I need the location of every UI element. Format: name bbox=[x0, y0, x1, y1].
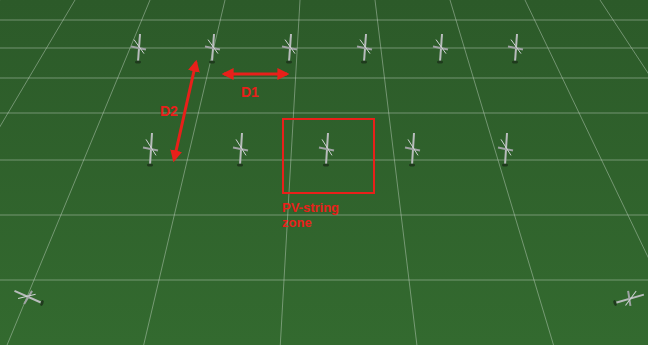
pv-pole bbox=[233, 133, 248, 167]
pv-pole bbox=[282, 34, 297, 64]
pv-poles bbox=[11, 34, 646, 311]
pv-pole bbox=[508, 34, 523, 64]
pv-pole bbox=[611, 286, 646, 311]
grid-line bbox=[0, 78, 648, 79]
pv-pole bbox=[131, 34, 146, 64]
dimension-arrow bbox=[224, 73, 287, 76]
pv-pole bbox=[498, 133, 513, 167]
zone-label: PV-string zone bbox=[282, 200, 362, 230]
pv-pole bbox=[205, 34, 220, 64]
grid-line bbox=[0, 160, 648, 161]
zone-box: PV-string zone bbox=[282, 118, 375, 194]
pv-pole bbox=[143, 133, 158, 167]
pv-pole bbox=[405, 133, 420, 167]
grid-line bbox=[0, 280, 648, 281]
grid-line bbox=[525, 0, 648, 345]
grid-line bbox=[450, 0, 554, 345]
grid-line bbox=[375, 0, 417, 345]
pv-pole bbox=[319, 133, 334, 167]
grid-line bbox=[0, 0, 75, 345]
pv-pole bbox=[433, 34, 448, 64]
grid-line bbox=[600, 0, 648, 345]
dimension-label: D1 bbox=[241, 84, 259, 100]
grid-line bbox=[144, 0, 225, 345]
grid-line bbox=[7, 0, 150, 345]
pv-pole bbox=[357, 34, 372, 64]
grid-line bbox=[0, 20, 648, 21]
grid-line bbox=[0, 113, 648, 114]
pv-pole bbox=[11, 285, 46, 310]
grid-line bbox=[0, 48, 648, 49]
dimension-label: D2 bbox=[160, 103, 178, 119]
